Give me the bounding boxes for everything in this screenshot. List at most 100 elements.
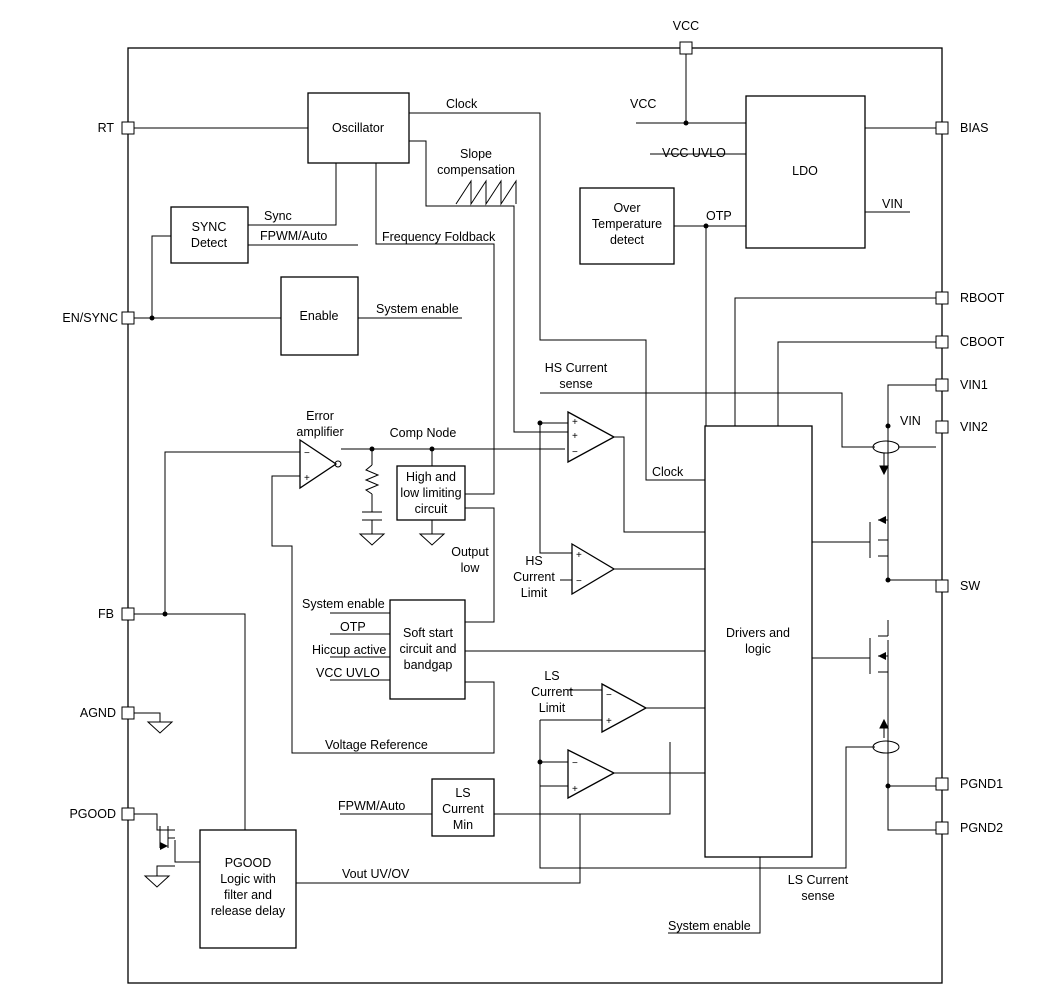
svg-text:Detect: Detect [191,236,228,250]
pin-en-sync [121,311,135,325]
svg-text:Current: Current [531,685,573,699]
pin-rt [121,121,135,135]
ldo-block: LDO [745,95,866,249]
svg-text:bandgap: bandgap [404,658,453,672]
svg-text:BIAS: BIAS [960,121,989,135]
svg-text:Current: Current [513,570,555,584]
svg-text:System enable: System enable [376,302,459,316]
pin-vin1 [935,378,949,392]
svg-text:+: + [572,784,578,795]
svg-text:filter and: filter and [224,888,272,902]
over-temperature-block: Over Temperature detect [579,187,675,265]
enable-block: Enable [280,276,359,356]
svg-text:compensation: compensation [437,163,515,177]
ls-sense-comparator [567,748,616,800]
svg-text:detect: detect [610,233,645,247]
signal-labels: Clock VCC VCC UVLO VIN OTP Slope compens… [260,97,921,933]
svg-text:−: − [576,576,582,587]
svg-text:Min: Min [453,818,473,832]
amplifiers: − + + + − + − − + − + [299,410,648,800]
svg-text:Clock: Clock [446,97,478,111]
svg-text:LS: LS [544,669,559,683]
pin-rboot [935,291,949,305]
pin-cboot [935,335,949,349]
svg-text:Drivers and: Drivers and [726,626,790,640]
svg-text:+: + [572,417,578,428]
svg-text:Temperature: Temperature [592,217,662,231]
hs-sense-comparator [567,410,616,464]
svg-text:Over: Over [613,201,640,215]
svg-text:+: + [576,550,582,561]
svg-text:VCC: VCC [630,97,656,111]
svg-text:RT: RT [98,121,115,135]
svg-text:Comp Node: Comp Node [390,426,457,440]
svg-text:+: + [304,473,310,484]
svg-text:Limit: Limit [539,701,566,715]
svg-text:PGOOD: PGOOD [225,856,272,870]
svg-text:System enable: System enable [668,919,751,933]
svg-text:circuit: circuit [415,502,448,516]
svg-text:LS Current: LS Current [788,873,849,887]
svg-text:Clock: Clock [652,465,684,479]
svg-text:High and: High and [406,470,456,484]
oscillator-label: Oscillator [332,121,384,135]
pin-pgnd2 [935,821,949,835]
svg-text:−: − [304,448,310,459]
limiting-circuit-block: High and low limiting circuit [396,465,466,521]
svg-text:RBOOT: RBOOT [960,291,1005,305]
svg-text:Soft start: Soft start [403,626,454,640]
pin-pgnd1 [935,777,949,791]
hs-limit-comparator [571,542,616,596]
svg-text:VIN: VIN [900,414,921,428]
svg-text:EN/SYNC: EN/SYNC [62,311,118,325]
svg-text:FB: FB [98,607,114,621]
svg-text:VCC UVLO: VCC UVLO [662,146,726,160]
svg-text:logic: logic [745,642,771,656]
svg-text:release delay: release delay [211,904,286,918]
svg-text:circuit and: circuit and [400,642,457,656]
svg-text:VCC UVLO: VCC UVLO [316,666,380,680]
svg-text:Current: Current [442,802,484,816]
pins: VCC RT EN/SYNC FB AGND PGOOD BIAS RBOOT … [62,19,1004,835]
pin-bias [935,121,949,135]
svg-text:amplifier: amplifier [296,425,343,439]
svg-text:VIN2: VIN2 [960,420,988,434]
svg-text:LS: LS [455,786,470,800]
pin-agnd [121,706,135,720]
pgood-logic-block: PGOOD Logic with filter and release dela… [199,829,297,949]
pin-vin2 [935,420,949,434]
svg-text:HS: HS [525,554,542,568]
svg-text:Hiccup active: Hiccup active [312,643,386,657]
svg-text:VIN: VIN [882,197,903,211]
svg-text:CBOOT: CBOOT [960,335,1005,349]
svg-text:AGND: AGND [80,706,116,720]
svg-text:Output: Output [451,545,489,559]
sync-detect-block: SYNC Detect [170,206,249,264]
svg-text:Slope: Slope [460,147,492,161]
svg-text:Sync: Sync [264,209,292,223]
svg-text:PGND2: PGND2 [960,821,1003,835]
svg-text:LDO: LDO [792,164,818,178]
wire-marks [160,179,900,850]
junction-dots [149,120,891,789]
svg-text:Voltage Reference: Voltage Reference [325,738,428,752]
drivers-logic-block: Drivers and logic [704,425,813,858]
oscillator-block: Oscillator [307,92,410,164]
svg-text:Limit: Limit [521,586,548,600]
svg-text:−: − [572,447,578,458]
pin-vcc [679,41,693,55]
ls-limit-comparator [601,682,648,734]
svg-text:low: low [461,561,481,575]
svg-text:OTP: OTP [706,209,732,223]
svg-text:low limiting: low limiting [400,486,461,500]
pin-fb [121,607,135,621]
svg-text:SYNC: SYNC [192,220,227,234]
svg-text:PGOOD: PGOOD [69,807,116,821]
svg-text:FPWM/Auto: FPWM/Auto [260,229,327,243]
svg-text:sense: sense [801,889,834,903]
svg-text:FPWM/Auto: FPWM/Auto [338,799,405,813]
svg-text:+: + [606,716,612,727]
error-amplifier [299,438,338,490]
ls-current-min-block: LS Current Min [431,778,495,837]
